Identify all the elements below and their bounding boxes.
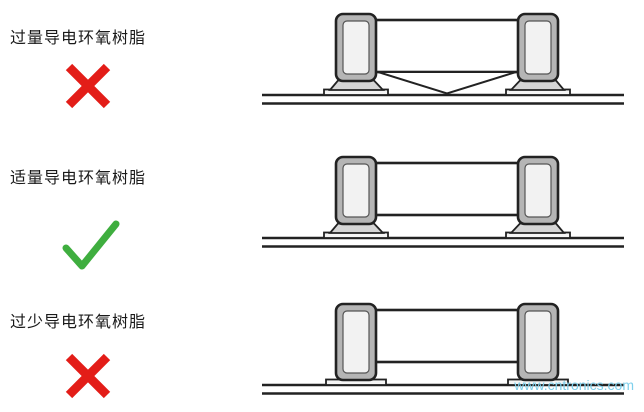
diagram-insufficient-epoxy	[262, 302, 624, 395]
diagram-excessive-epoxy	[262, 12, 624, 105]
terminal-cap-right-inner	[524, 20, 552, 75]
cross-stroke-2	[65, 63, 111, 109]
row-label-insufficient: 过少导电环氧树脂	[10, 314, 147, 331]
check-stroke	[62, 220, 120, 270]
diagram-appropriate-epoxy	[262, 155, 624, 248]
row-label-appropriate: 适量导电环氧树脂	[10, 170, 147, 187]
terminal-cap-right-inner	[524, 310, 552, 374]
terminal-cap-left-inner	[342, 20, 370, 75]
cross-icon	[65, 353, 111, 399]
terminal-cap-left-inner	[342, 310, 370, 374]
cross-stroke-2	[65, 353, 111, 399]
component-body	[344, 18, 550, 74]
terminal-cap-right-inner	[524, 163, 552, 218]
cross-icon	[65, 63, 111, 109]
component-body	[344, 308, 550, 364]
excess-epoxy-bridge	[377, 71, 517, 95]
row-label-excessive: 过量导电环氧树脂	[10, 30, 147, 47]
component-body	[344, 161, 550, 217]
terminal-cap-left-inner	[342, 163, 370, 218]
watermark-text: www.cntronics.com	[514, 377, 634, 393]
check-icon	[62, 220, 120, 270]
